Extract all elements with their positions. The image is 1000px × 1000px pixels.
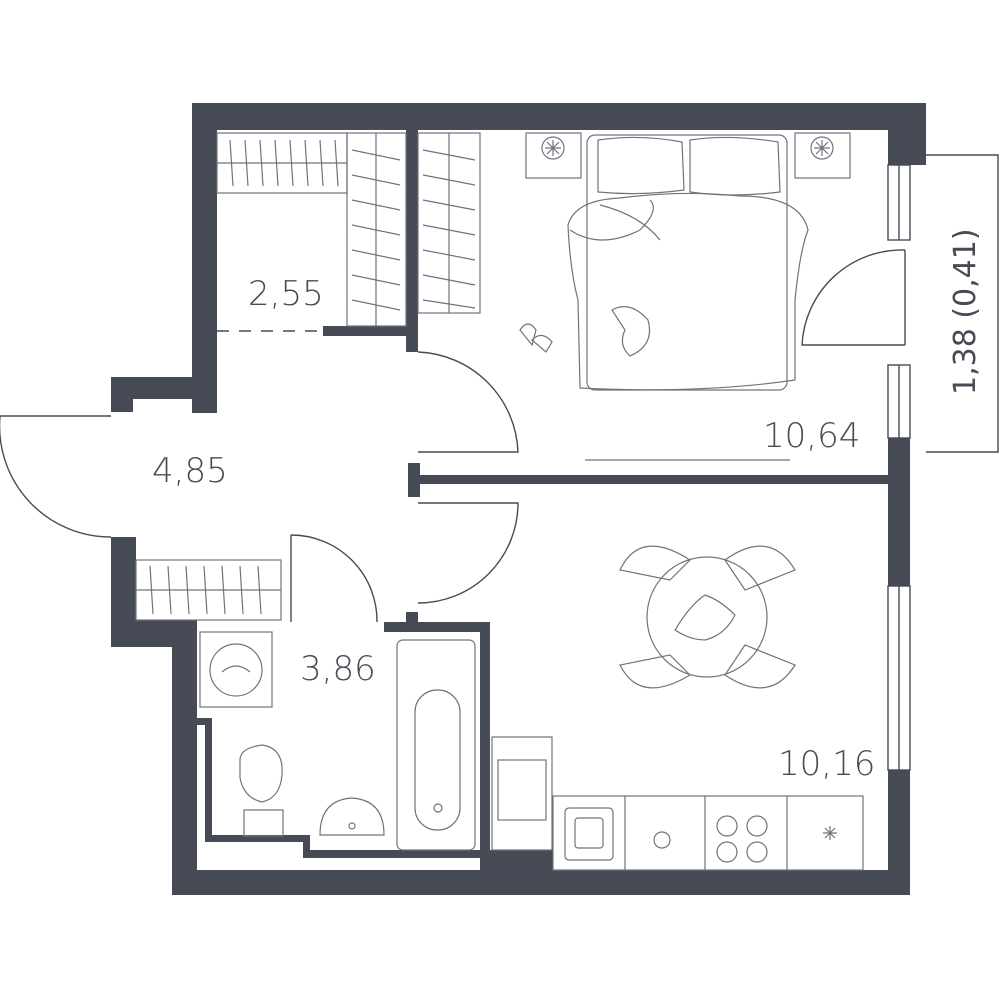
kitchen-area-label: 10,16	[778, 744, 875, 784]
balcony-door	[801, 249, 906, 346]
bed	[519, 132, 851, 461]
bathroom-fixtures	[199, 631, 476, 851]
windows	[192, 127, 999, 873]
kitchen-door	[417, 502, 519, 604]
bedroom-area-label: 10,64	[763, 416, 860, 456]
wardrobe-area-label: 2,55	[248, 274, 324, 314]
balcony-dimension-label: 1,38 (0,41)	[948, 228, 983, 395]
doors	[0, 249, 906, 623]
bedroom-door	[417, 351, 519, 453]
hallway-area-label: 4,85	[152, 451, 228, 491]
hall-shelf	[135, 559, 282, 621]
walls	[111, 103, 926, 895]
wardrobe-shelves	[216, 132, 481, 327]
bathroom-area-label: 3,86	[300, 649, 376, 689]
entrance-door	[0, 415, 112, 538]
bathroom-door	[290, 534, 378, 623]
kitchen-fixtures	[491, 545, 864, 871]
